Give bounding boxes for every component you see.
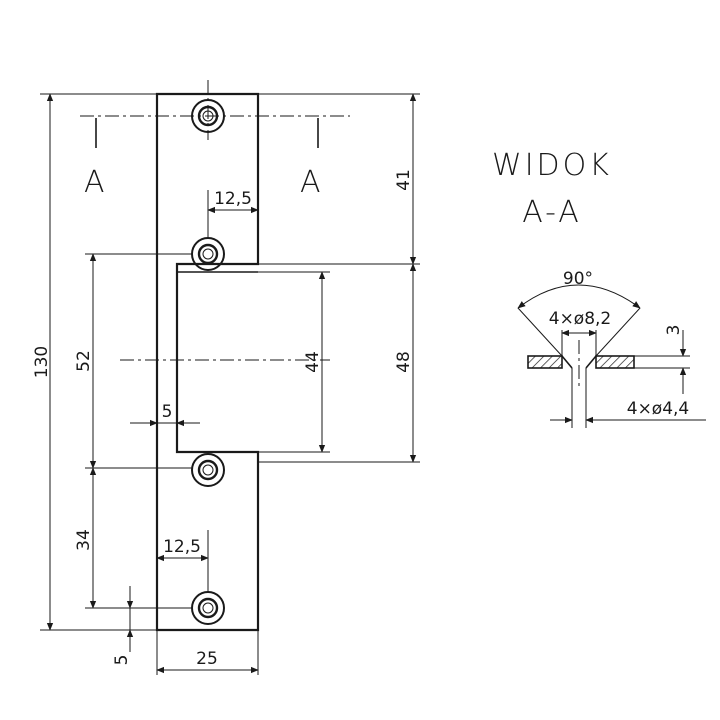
countersink-label: 4×ø8,2 [549,309,612,329]
thickness-label: 3 [664,325,684,336]
dimension-bottom-span: 34 [74,467,97,609]
section-view-drawing: 90° 4×ø8,2 3 4×ø4,4 [517,269,706,428]
dim-34-label: 34 [74,529,94,551]
dimension-left-span: 52 [74,253,97,469]
dim-41-label: 41 [394,169,414,191]
section-cut-marker-right: A [300,118,324,200]
section-cut-marker-left: A [84,118,108,200]
screw-hole-top [191,99,225,133]
dim-5-bottom-label: 5 [112,655,132,666]
screw-hole-upper-middle [191,237,225,271]
section-title-line1: WIDOK [492,148,612,183]
dim-5-lip-label: 5 [162,402,173,422]
dim-44-label: 44 [303,351,323,373]
section-view-title: WIDOK A-A [492,148,612,230]
dim-12-5-top-label: 12,5 [214,189,252,209]
center-lines [80,80,350,361]
dimension-hole-offset-top: 12,5 [207,189,259,214]
dimension-hole-offset-bottom: 12,5 [156,537,209,562]
dimension-lip: 5 [130,402,200,427]
cut-label-left: A [84,165,108,200]
dimension-opening-height: 48 [394,263,417,463]
screw-hole-lower-middle [191,453,225,487]
dim-48-label: 48 [394,351,414,373]
dim-52-label: 52 [74,350,94,372]
cut-label-right: A [300,165,324,200]
dim-25-label: 25 [196,649,218,669]
dim-130-label: 130 [32,346,52,378]
hole-diameter-label: 4×ø4,4 [627,399,690,419]
dim-12-5-bottom-label: 12,5 [163,537,201,557]
screw-hole-bottom [191,591,225,625]
section-title-line2: A-A [522,195,582,230]
dimension-bottom-edge: 5 [112,586,134,666]
dimension-inner-height: 44 [303,271,326,453]
dimension-top-segment: 41 [394,93,417,265]
dimension-width: 25 [156,649,259,674]
dimension-total-height: 130 [32,93,54,631]
angle-label: 90° [563,269,593,289]
